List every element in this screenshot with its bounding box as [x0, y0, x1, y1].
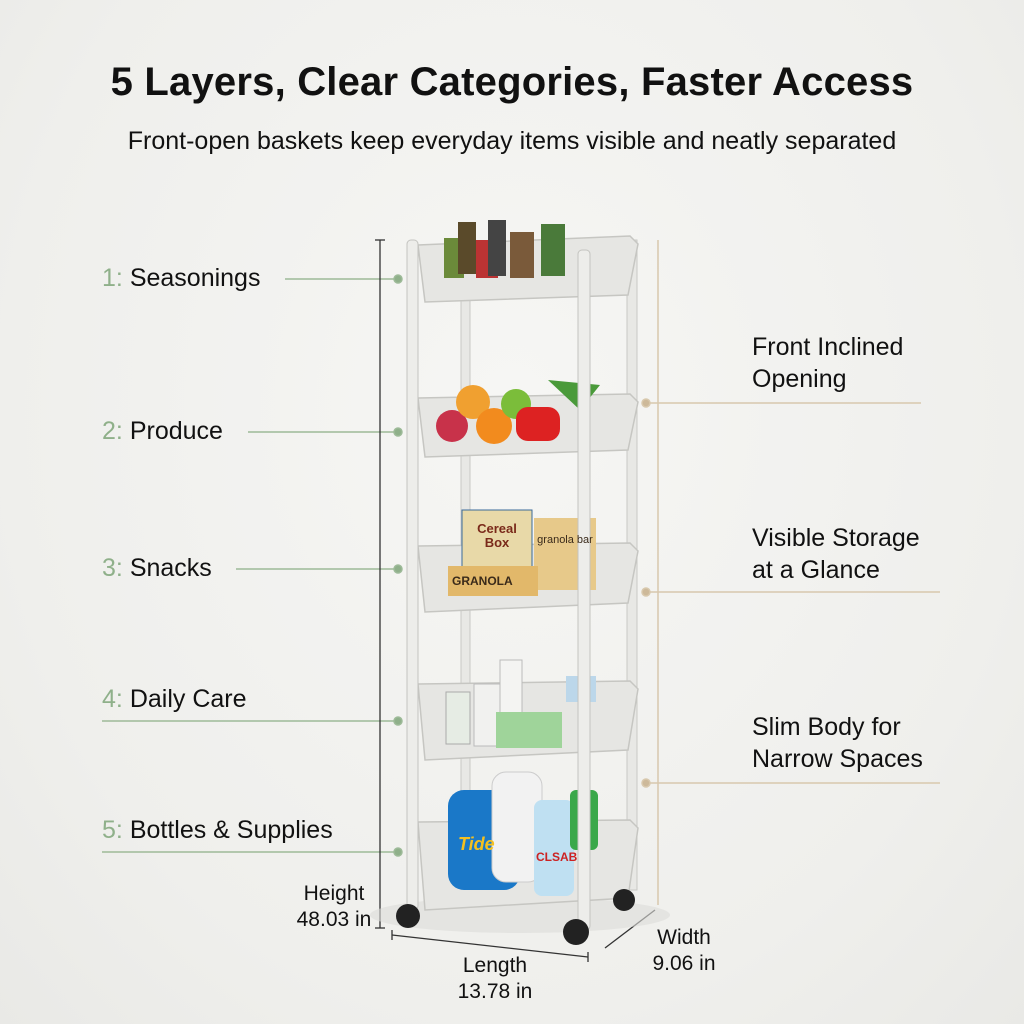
produce-items: [436, 380, 600, 444]
feature-line: Slim Body for: [752, 713, 901, 741]
layer-label-1: 1: Seasonings: [102, 264, 260, 293]
front-left-post: [406, 239, 419, 911]
layer-number: 5:: [102, 816, 123, 844]
layer-number: 1:: [102, 264, 123, 292]
dimension-value: 9.06 in: [652, 952, 716, 975]
height-dimension: Height 48.03 in: [284, 881, 384, 933]
tide-label: Tide: [458, 834, 495, 854]
layer-label-5: 5: Bottles & Supplies: [102, 816, 333, 845]
daily-care-items: [445, 659, 596, 748]
dimension-label: Width: [657, 926, 711, 949]
front-right-post: [577, 249, 591, 931]
granola-label: GRANOLA: [452, 574, 513, 588]
length-dimension-line: [391, 934, 589, 958]
callout-dot-1: [393, 274, 403, 284]
layer-name: Snacks: [129, 554, 212, 582]
page-title: 5 Layers, Clear Categories, Faster Acces…: [110, 60, 914, 104]
feature-line: at a Glance: [752, 556, 880, 584]
callout-dot-2: [393, 427, 403, 437]
feature-label-2: Visible Storage at a Glance: [752, 522, 920, 586]
wheel: [563, 919, 589, 945]
layer-name: Daily Care: [129, 685, 247, 713]
page-subtitle: Front-open baskets keep everyday items v…: [127, 127, 897, 155]
width-dimension: Width 9.06 in: [634, 925, 734, 977]
layer-label-3: 3: Snacks: [102, 554, 212, 583]
feature-dot-1: [641, 398, 651, 408]
cereal-box-label: Cereal Box: [477, 521, 517, 550]
callout-dot-3: [393, 564, 403, 574]
callout-dot-5: [393, 847, 403, 857]
layer-name: Produce: [129, 417, 223, 445]
layer-name: Bottles & Supplies: [129, 816, 333, 844]
cleaner-label: CLSAB: [536, 850, 578, 864]
layer-number: 2:: [102, 417, 123, 445]
wheel: [396, 904, 420, 928]
granola-bar-label: granola bar: [537, 534, 593, 546]
dimension-value: 48.03 in: [296, 908, 372, 931]
layer-number: 4:: [102, 685, 123, 713]
feature-line: Narrow Spaces: [752, 745, 923, 773]
layer-label-4: 4: Daily Care: [102, 685, 247, 714]
length-dimension: Length 13.78 in: [440, 953, 550, 1005]
feature-line: Visible Storage: [752, 524, 920, 552]
layer-label-2: 2: Produce: [102, 417, 223, 446]
dimension-value: 13.78 in: [457, 980, 533, 1003]
layer-number: 3:: [102, 554, 123, 582]
seasoning-jars: [444, 220, 565, 278]
callout-dot-4: [393, 716, 403, 726]
layer-name: Seasonings: [129, 264, 261, 292]
feature-line: Front Inclined: [752, 333, 904, 361]
dimension-label: Height: [303, 882, 365, 905]
wheel: [613, 889, 635, 911]
feature-line: Opening: [752, 365, 847, 393]
feature-dot-2: [641, 587, 651, 597]
dimension-label: Length: [462, 954, 528, 977]
feature-dot-3: [641, 778, 651, 788]
